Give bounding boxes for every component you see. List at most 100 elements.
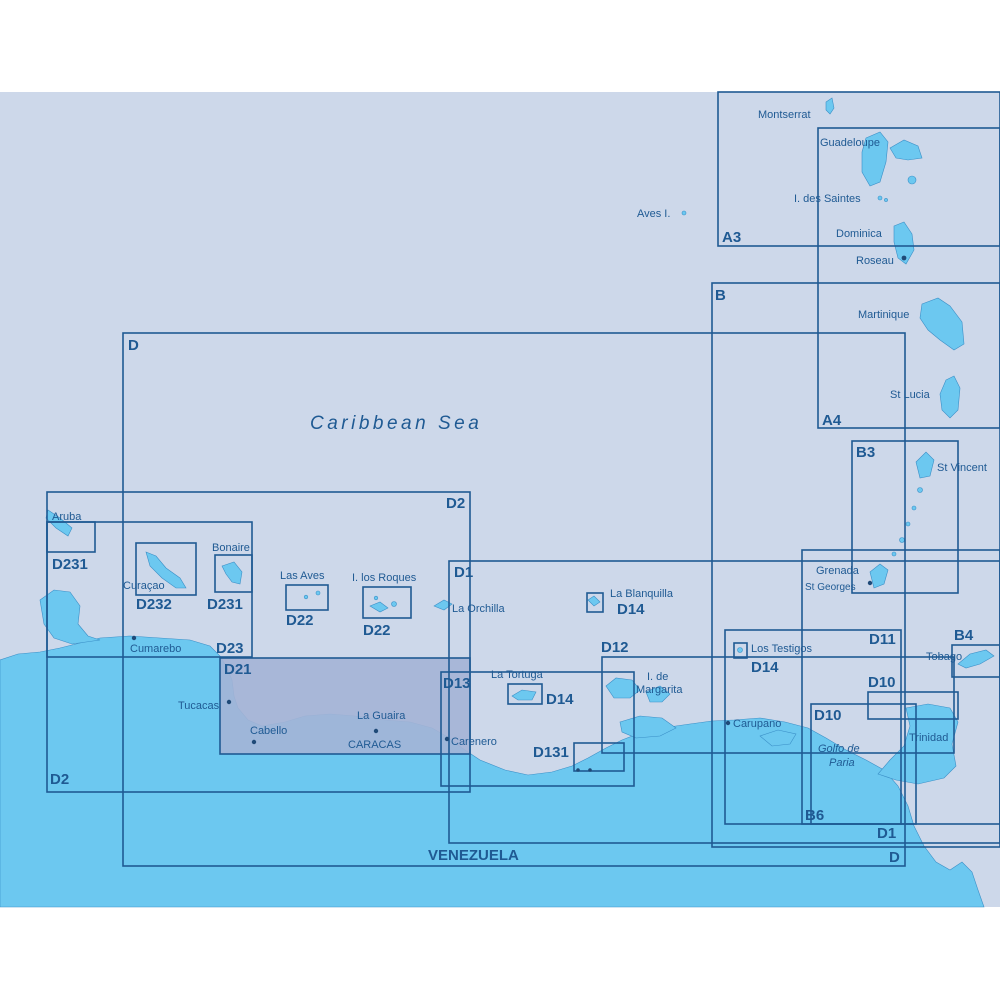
frame-a4 [817, 127, 1000, 429]
frame-d14-testigos [733, 642, 748, 659]
sea-label: Caribbean Sea [310, 413, 482, 434]
island-shape [917, 487, 923, 493]
island-shape [587, 595, 601, 607]
island-shape [145, 551, 187, 589]
island-shape [907, 175, 917, 185]
island-shape [303, 594, 309, 600]
chart-code-label: B4 [954, 627, 974, 644]
chart-code-label: D22 [286, 612, 314, 629]
frame-d [122, 332, 906, 867]
chart-frames [46, 91, 1000, 867]
chart-code-label: D10 [868, 674, 896, 691]
chart-code-label: B [715, 287, 726, 304]
chart-code-label: A3 [722, 229, 741, 246]
place-label: St Lucia [890, 389, 931, 401]
chart-code-label: D231 [207, 596, 243, 613]
island-shape [825, 97, 835, 115]
island-shape [315, 590, 321, 596]
town-dot [131, 635, 137, 641]
chart-code-label: D [889, 849, 900, 866]
place-label: Guadeloupe [820, 137, 880, 149]
chart-code-label: D12 [601, 639, 629, 656]
chart-code-label: D14 [617, 601, 645, 618]
island-shape [45, 509, 73, 537]
frame-d12 [601, 656, 955, 754]
island-shape [373, 595, 379, 601]
place-label: I. de [647, 671, 668, 683]
town-dot [725, 720, 731, 726]
island-shape [869, 563, 889, 589]
place-label: Aruba [52, 511, 82, 523]
place-label: Los Testigos [751, 643, 812, 655]
place-label: Carenero [451, 736, 497, 748]
chart-code-label: D1 [877, 825, 896, 842]
place-label: Martinique [858, 309, 909, 321]
island-shape [511, 689, 537, 701]
town-dot [251, 739, 257, 745]
chart-code-label: D14 [546, 691, 574, 708]
chart-code-label: B3 [856, 444, 875, 461]
island-shape [391, 601, 397, 607]
island-shape [889, 139, 923, 161]
island-shape [905, 521, 911, 527]
frame-a3 [717, 91, 1000, 247]
place-label: Carupano [733, 718, 781, 730]
island-shape [433, 599, 453, 611]
place-label: La Tortuga [491, 669, 544, 681]
frame-d10 [810, 703, 917, 825]
frame-b4 [951, 644, 1000, 678]
town-dot [588, 768, 592, 772]
town-dot [226, 699, 232, 705]
place-label: Paria [829, 757, 855, 769]
place-label: La Blanquilla [610, 588, 674, 600]
highlight-d21 [220, 658, 470, 754]
frame-d10-inner [867, 691, 959, 720]
island-shape [877, 195, 883, 201]
town-dot [867, 580, 873, 586]
chart-code-label: B6 [805, 807, 824, 824]
island-shape [221, 561, 243, 585]
island-shape [884, 198, 888, 202]
chart-code-label: D1 [454, 564, 473, 581]
chart-code-label: D231 [52, 556, 88, 573]
place-label: Montserrat [758, 109, 811, 121]
frame-d22-roques [362, 586, 412, 619]
frame-d231-bonaire [214, 554, 253, 593]
island-shape [39, 589, 101, 645]
island-shape [893, 221, 915, 265]
island-shape [759, 729, 797, 747]
frame-d22-aves [285, 584, 329, 611]
place-label: La Guaira [357, 710, 406, 722]
place-label: Tobago [926, 651, 962, 663]
chart-code-label: D23 [216, 640, 244, 657]
chart-code-label: D22 [363, 622, 391, 639]
frame-b3 [851, 440, 959, 594]
chart-code-label: D14 [751, 659, 779, 676]
frame-b [711, 282, 1000, 848]
place-label: St Georges [805, 582, 856, 593]
country-label: VENEZUELA [428, 847, 519, 864]
frame-d232 [135, 542, 197, 596]
place-label: I. des Saintes [794, 193, 861, 205]
place-label: I. los Roques [352, 572, 417, 584]
place-label: La Orchilla [452, 603, 505, 615]
frame-d1 [448, 560, 1000, 844]
chart-code-label: D10 [814, 707, 842, 724]
town-dot [901, 255, 907, 261]
frame-d13 [440, 671, 635, 787]
place-label: CARACAS [348, 739, 401, 751]
island-shape [939, 375, 961, 419]
place-label: St Vincent [937, 462, 987, 474]
place-label: Golfo de [818, 743, 860, 755]
chart-code-label: D11 [869, 631, 896, 648]
place-label: Aves I. [637, 208, 670, 220]
island-shape [645, 685, 671, 703]
chart-code-label: D13 [443, 675, 471, 692]
town-dot [444, 736, 450, 742]
chart-code-label: A4 [822, 412, 842, 429]
island-shape [369, 601, 389, 613]
chart-code-label: D [128, 337, 139, 354]
island-shape [915, 451, 935, 479]
island-shape [899, 537, 905, 543]
